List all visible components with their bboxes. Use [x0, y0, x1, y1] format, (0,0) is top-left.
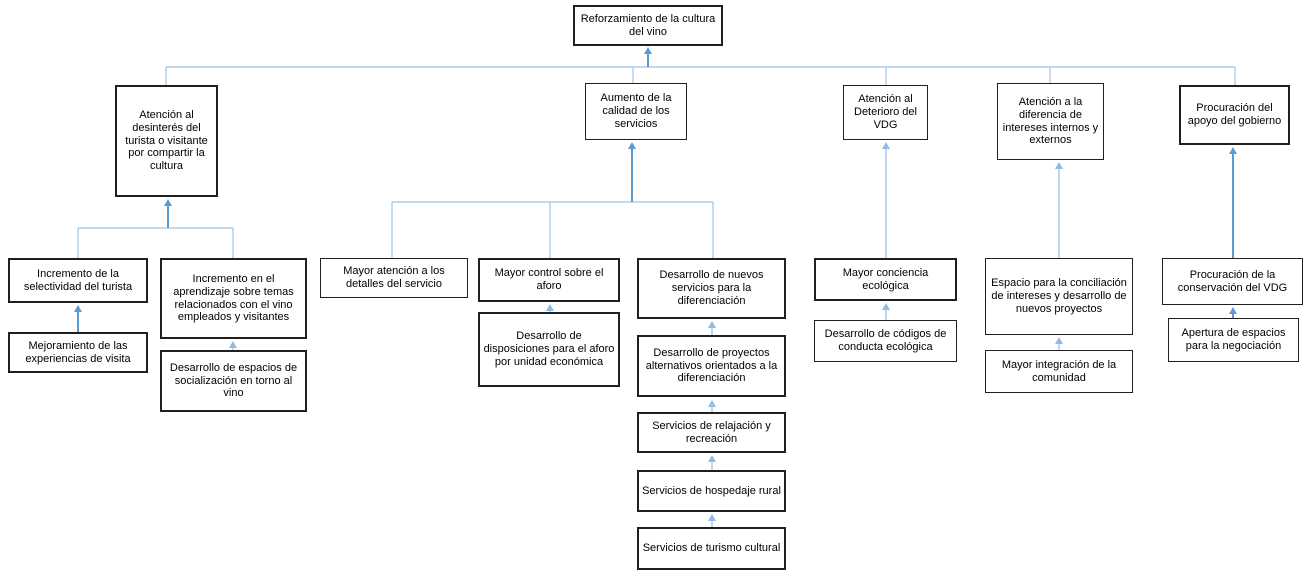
- diagram-node-n5: Procuración del apoyo del gobierno: [1179, 85, 1290, 145]
- diagram-node-n2: Aumento de la calidad de los servicios: [585, 83, 687, 140]
- arrowhead-up-icon: [708, 321, 716, 328]
- diagram-node-n4: Atención a la diferencia de intereses in…: [997, 83, 1104, 160]
- node-label: Mayor conciencia ecológica: [842, 266, 929, 292]
- arrowhead-up-icon: [546, 304, 554, 311]
- diagram-node-d2: Desarrollo de disposiciones para el afor…: [478, 312, 620, 387]
- node-label: Mayor control sobre el aforo: [494, 267, 604, 292]
- node-label: Incremento en el aprendizaje sobre temas…: [173, 272, 294, 324]
- diagram-node-b1: Incremento en el aprendizaje sobre temas…: [160, 258, 307, 339]
- node-label: Desarrollo de disposiciones para el afor…: [483, 330, 615, 368]
- arrowhead-up-icon: [644, 47, 652, 54]
- node-label: Mayor atención a los detalles del servic…: [343, 265, 445, 290]
- diagram-node-n3: Atención al Deterioro del VDG: [843, 85, 928, 140]
- diagram-node-e3: Servicios de relajación y recreación: [637, 412, 786, 453]
- arrowhead-up-icon: [708, 514, 716, 521]
- node-label: Aumento de la calidad de los servicios: [600, 92, 672, 130]
- diagram-node-root: Reforzamiento de la cultura del vino: [573, 5, 723, 46]
- node-label: Servicios de relajación y recreación: [652, 419, 771, 445]
- node-label: Desarrollo de proyectos alternativos ori…: [645, 346, 778, 385]
- arrowhead-up-icon: [229, 341, 237, 348]
- diagram-node-d1: Mayor control sobre el aforo: [478, 258, 620, 302]
- diagram-node-e4: Servicios de hospedaje rural: [637, 470, 786, 512]
- diagram-node-n1: Atención al desinterés del turista o vis…: [115, 85, 218, 197]
- node-label: Mejoramiento de las experiencias de visi…: [25, 339, 131, 365]
- node-label: Atención al Deterioro del VDG: [854, 93, 917, 131]
- diagram-node-a2: Mejoramiento de las experiencias de visi…: [8, 332, 148, 373]
- arrowhead-up-icon: [882, 142, 890, 149]
- node-label: Procuración del apoyo del gobierno: [1187, 102, 1282, 127]
- diagram-node-e1: Desarrollo de nuevos servicios para la d…: [637, 258, 786, 319]
- arrowhead-up-icon: [1229, 307, 1237, 314]
- node-label: Procuración de la conservación del VDG: [1177, 268, 1288, 294]
- arrowhead-up-icon: [1229, 147, 1237, 154]
- diagram-node-h2: Apertura de espacios para la negociación: [1168, 318, 1299, 362]
- node-label: Servicios de hospedaje rural: [642, 484, 781, 497]
- diagram-node-g2: Mayor integración de la comunidad: [985, 350, 1133, 393]
- diagram-node-e2: Desarrollo de proyectos alternativos ori…: [637, 335, 786, 397]
- arrowhead-up-icon: [628, 142, 636, 149]
- diagram-node-h1: Procuración de la conservación del VDG: [1162, 258, 1303, 305]
- diagram-node-f1: Mayor conciencia ecológica: [814, 258, 957, 301]
- diagram-node-f2: Desarrollo de códigos de conducta ecológ…: [814, 320, 957, 362]
- arrowhead-up-icon: [74, 305, 82, 312]
- node-label: Desarrollo de nuevos servicios para la d…: [659, 269, 764, 307]
- arrowhead-up-icon: [1055, 162, 1063, 169]
- arrowhead-up-icon: [708, 400, 716, 407]
- node-label: Espacio para la conciliación de interese…: [991, 277, 1127, 315]
- node-label: Incremento de la selectividad del turist…: [23, 267, 133, 293]
- arrowhead-up-icon: [708, 455, 716, 462]
- diagram-node-c1: Mayor atención a los detalles del servic…: [320, 258, 468, 298]
- arrowhead-up-icon: [882, 303, 890, 310]
- node-label: Reforzamiento de la cultura del vino: [580, 12, 716, 38]
- node-label: Atención al desinterés del turista o vis…: [125, 108, 208, 173]
- node-label: Desarrollo de códigos de conducta ecológ…: [824, 328, 947, 353]
- node-label: Mayor integración de la comunidad: [1001, 358, 1117, 384]
- node-label: Apertura de espacios para la negociación: [1181, 327, 1286, 352]
- diagram-node-a1: Incremento de la selectividad del turist…: [8, 258, 148, 303]
- arrowhead-up-icon: [164, 199, 172, 206]
- diagram-node-g1: Espacio para la conciliación de interese…: [985, 258, 1133, 335]
- node-label: Servicios de turismo cultural: [642, 542, 781, 555]
- node-label: Atención a la diferencia de intereses in…: [1002, 95, 1099, 147]
- arrowhead-up-icon: [1055, 337, 1063, 344]
- diagram-node-e5: Servicios de turismo cultural: [637, 527, 786, 570]
- node-label: Desarrollo de espacios de socialización …: [169, 361, 298, 400]
- diagram-node-b2: Desarrollo de espacios de socialización …: [160, 350, 307, 412]
